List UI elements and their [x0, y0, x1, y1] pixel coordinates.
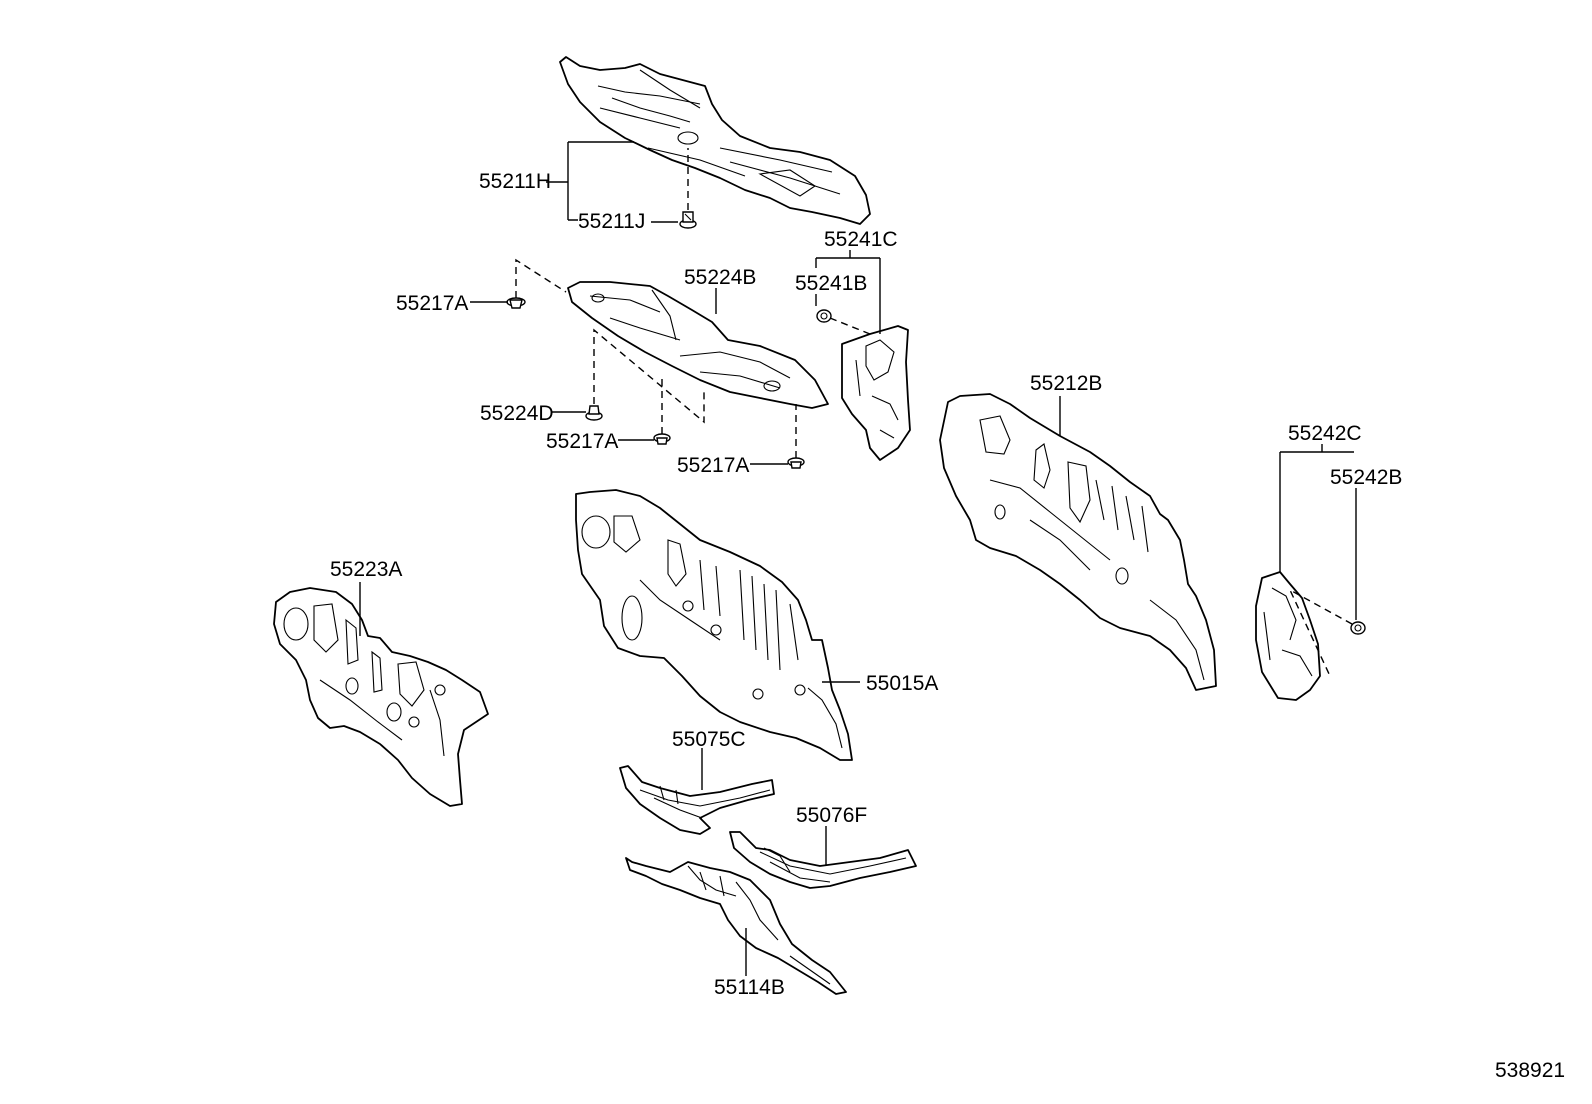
- part-55075C[interactable]: [619, 765, 775, 835]
- label-55224B[interactable]: 55224B: [684, 266, 756, 289]
- label-55242C[interactable]: 55242C: [1288, 422, 1362, 445]
- label-55076F[interactable]: 55076F: [796, 804, 867, 827]
- part-55114B[interactable]: [625, 857, 847, 995]
- clip-55242B-icon: [1350, 621, 1366, 635]
- label-55015A[interactable]: 55015A: [866, 672, 938, 695]
- label-55217A-1[interactable]: 55217A: [396, 292, 468, 315]
- label-55211H[interactable]: 55211H: [479, 170, 551, 193]
- clip-55241B-icon: [816, 309, 832, 323]
- label-55241C[interactable]: 55241C: [824, 228, 898, 251]
- label-55211J[interactable]: 55211J: [578, 210, 645, 233]
- clip-55217A-3-icon: [787, 457, 805, 469]
- figure-number: 538921: [1495, 1059, 1565, 1082]
- clip-55224D-icon: [585, 405, 603, 421]
- label-55217A-3[interactable]: 55217A: [677, 454, 749, 477]
- part-55241C[interactable]: [841, 325, 911, 461]
- clip-55217A-2-icon: [653, 433, 671, 445]
- label-55217A-2[interactable]: 55217A: [546, 430, 618, 453]
- clip-55211J-icon: [679, 211, 697, 229]
- part-55015A[interactable]: [575, 489, 853, 761]
- label-55242B[interactable]: 55242B: [1330, 466, 1402, 489]
- label-55223A[interactable]: 55223A: [330, 558, 402, 581]
- part-55242C[interactable]: [1255, 571, 1321, 701]
- label-55075C[interactable]: 55075C: [672, 728, 746, 751]
- label-55241B[interactable]: 55241B: [795, 272, 867, 295]
- label-55224D[interactable]: 55224D: [480, 402, 554, 425]
- callout-labels: 55211H 55211J 55241C 55241B 55224B 55217…: [330, 170, 1402, 999]
- label-55212B[interactable]: 55212B: [1030, 372, 1102, 395]
- assembly-lines: [515, 148, 1353, 677]
- part-55076F[interactable]: [729, 831, 917, 889]
- clip-55217A-1-icon: [506, 297, 526, 309]
- leader-lines: [359, 141, 1357, 976]
- part-55211H[interactable]: [559, 56, 871, 225]
- part-55223A[interactable]: [273, 587, 489, 807]
- label-55114B[interactable]: 55114B: [714, 976, 785, 999]
- part-55224B[interactable]: [567, 281, 829, 409]
- part-55212B[interactable]: [939, 393, 1217, 691]
